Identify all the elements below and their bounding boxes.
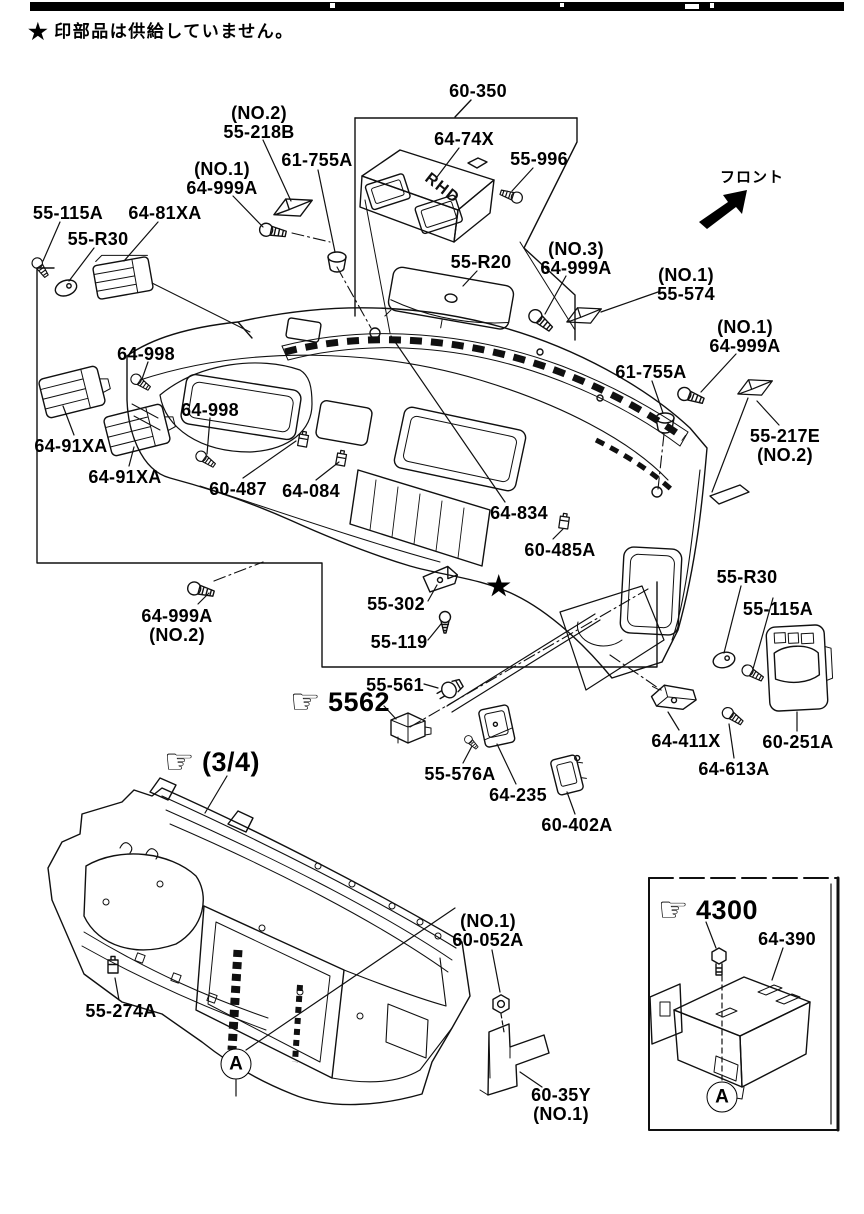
part-label-55-217E: 55-217E(NO.2) [749, 426, 821, 466]
part-label-55-574: (NO.1)55-574 [657, 265, 715, 305]
bracket-64-411X [650, 684, 697, 711]
part-label-64-411X: 64-411X [651, 731, 721, 751]
small-parts [29, 186, 834, 1096]
part-label-55-R20: 55-R20 [450, 252, 512, 272]
pointing-hand-icon: ☞ [657, 890, 689, 929]
part-label-64-81XA: 64-81XA [128, 203, 202, 223]
part-label-5562: ☞5562 [289, 682, 391, 721]
bracket-55-302 [422, 565, 459, 593]
pointing-hand-icon: ☞ [289, 682, 321, 721]
part-label-55-R30-left: 55-R30 [67, 229, 129, 249]
part-label-55-302: 55-302 [367, 594, 425, 614]
part-label-64-390: 64-390 [758, 929, 816, 949]
part-label-61-755A-right: 61-755A [615, 362, 687, 382]
part-label-60-487: 60-487 [209, 479, 267, 499]
speaker-lid-55-R20 [384, 266, 515, 330]
part-label-64-084: 64-084 [282, 481, 340, 501]
part-label-60-350: 60-350 [449, 81, 507, 101]
not-supplied-note: ★印部品は供給していません。 [28, 17, 294, 45]
pocket-60-251A [765, 624, 834, 712]
part-label-64-834: 64-834 [490, 503, 548, 523]
lamp-5562 [390, 712, 432, 744]
star-icon: ★ [28, 19, 50, 44]
instrument-panel-drawing [126, 199, 750, 713]
part-label-64-999A-no3: (NO.3)64-999A [540, 239, 612, 279]
part-label-64-998-upper: 64-998 [117, 344, 175, 364]
dash-reinforcement-frame-drawing [47, 777, 471, 1106]
pointing-hand-icon: ☞ [163, 742, 195, 781]
rhd-marking: RHD [422, 170, 463, 208]
alignment-lines [213, 232, 665, 728]
part-label-55-996: 55-996 [510, 149, 568, 169]
part-label-64-999A-no1-left: (NO.1)64-999A [186, 159, 258, 199]
bracket-60-35Y [479, 1023, 550, 1096]
bracket-64-390 [649, 976, 811, 1100]
part-label-55-119: 55-119 [370, 632, 428, 652]
part-label-64-91XA-lower: 64-91XA [88, 467, 162, 487]
page-top-scan-bar [30, 2, 844, 11]
part-label-view-3-4: ☞(3/4) [163, 742, 261, 781]
leader-lines [42, 139, 798, 1097]
note-text: 印部品は供給していません。 [54, 22, 294, 41]
plate-60-402A [550, 754, 587, 796]
part-label-60-35Y: 60-35Y(NO.1) [531, 1085, 591, 1125]
part-label-not-supplied-star: ★ [486, 571, 512, 601]
front-arrow-icon [699, 190, 747, 229]
side-vent-64-91XA-lower [103, 403, 176, 457]
part-label-55-561: 55-561 [366, 675, 424, 695]
part-label-60-485A: 60-485A [524, 540, 596, 560]
part-label-64-91XA-upper: 64-91XA [34, 436, 108, 456]
part-label-55-R30-right: 55-R30 [716, 567, 778, 587]
view-marker-view-a-inset: A [706, 1081, 738, 1113]
part-label-64-999A-no1-right: (NO.1)64-999A [709, 317, 781, 357]
part-label-64-235: 64-235 [489, 785, 547, 805]
part-label-60-402A: 60-402A [541, 815, 613, 835]
plate-64-235 [478, 704, 516, 748]
section-boundaries [36, 99, 658, 668]
part-label-55-115A-left: 55-115A [32, 203, 104, 223]
center-vent-64-74X: RHD [359, 149, 495, 243]
part-label-64-998-lower: 64-998 [181, 400, 239, 420]
side-vent-64-91XA-upper [38, 365, 111, 419]
part-label-4300: ☞4300 [657, 890, 759, 929]
part-label-64-613A: 64-613A [698, 759, 770, 779]
inset-detail-box [648, 876, 840, 1132]
front-direction-label: フロント [719, 169, 785, 186]
part-label-61-755A-top: 61-755A [281, 150, 353, 170]
view-marker-view-a-main: A [220, 1048, 252, 1080]
plug-55-561 [436, 678, 464, 700]
part-label-60-251A: 60-251A [762, 732, 834, 752]
part-label-55-274A: 55-274A [85, 1001, 157, 1021]
part-label-55-115A-right: 55-115A [742, 599, 814, 619]
part-label-60-052A: (NO.1)60-052A [452, 911, 524, 951]
part-label-64-999A-no2: 64-999A(NO.2) [141, 606, 213, 646]
part-label-55-576A: 55-576A [424, 764, 496, 784]
side-vent-64-81XA [92, 254, 154, 300]
part-label-64-74X: 64-74X [434, 129, 494, 149]
part-label-55-218B: (NO.2)55-218B [223, 103, 295, 143]
